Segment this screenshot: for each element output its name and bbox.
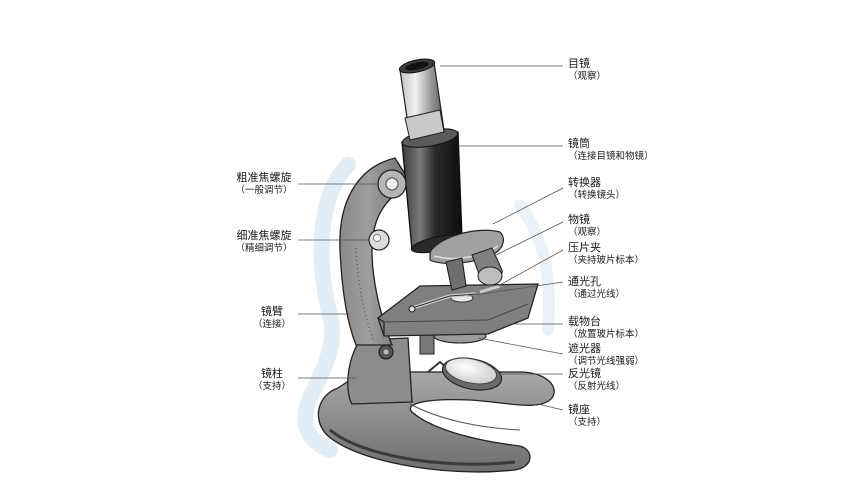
label-nosepiece: 转换器 （转换镜头）	[568, 177, 625, 201]
arm-part	[339, 157, 413, 346]
leader-objective	[493, 221, 564, 257]
label-stage: 载物台 （放置玻片标本）	[568, 316, 644, 340]
leader-stage-hole	[467, 281, 564, 297]
label-base-desc: （支持）	[568, 417, 607, 428]
label-stage-clip: 压片夹 （夹持玻片标本）	[568, 242, 644, 266]
label-arm: 镜臂 （连接）	[250, 306, 294, 330]
mirror-part	[427, 357, 503, 391]
label-base: 镜座 （支持）	[568, 404, 606, 428]
label-stage-clip-desc: （夹持玻片标本）	[568, 255, 645, 266]
label-eyepiece-name: 目镜	[568, 57, 590, 70]
label-mirror-desc: （反射光线）	[568, 381, 626, 392]
label-coarse-knob-name: 粗准焦螺旋	[236, 171, 292, 184]
label-coarse-knob-desc: （一般调节）	[235, 185, 293, 196]
label-pillar-name: 镜柱	[261, 367, 283, 380]
label-stage-hole: 通光孔 （通过光线）	[568, 276, 625, 300]
label-tube-name: 镜筒	[568, 137, 590, 150]
pillar-part	[347, 337, 413, 405]
label-stage-clip-name: 压片夹	[568, 241, 601, 254]
label-mirror-name: 反光镜	[568, 367, 601, 380]
background-glow	[297, 157, 556, 458]
leader-diaphragm	[477, 337, 564, 355]
label-arm-name: 镜臂	[261, 305, 283, 318]
label-eyepiece: 目镜 （观察）	[568, 58, 606, 82]
label-eyepiece-desc: （观察）	[568, 71, 607, 82]
objectives-part	[445, 247, 503, 291]
label-objective-name: 物镜	[568, 213, 590, 226]
label-nosepiece-name: 转换器	[568, 176, 601, 189]
coarse-knob-part	[377, 169, 407, 199]
label-fine-knob: 细准焦螺旋 （精细调节）	[232, 230, 296, 254]
label-tube-desc: （连接目镜和物镜）	[568, 151, 654, 162]
leader-stage-clip	[497, 249, 564, 287]
leader-nosepiece	[492, 187, 564, 225]
label-diaphragm-name: 遮光器	[568, 342, 601, 355]
label-arm-desc: （连接）	[252, 319, 291, 330]
label-tube: 镜筒 （连接目镜和物镜）	[568, 138, 654, 162]
label-diaphragm: 遮光器 （调节光线强弱）	[568, 343, 644, 367]
leader-base	[537, 403, 564, 411]
label-stage-desc: （放置玻片标本）	[568, 329, 645, 340]
label-coarse-knob: 粗准焦螺旋 （一般调节）	[232, 172, 296, 196]
label-stage-hole-desc: （通过光线）	[568, 289, 626, 300]
label-nosepiece-desc: （转换镜头）	[568, 190, 626, 201]
label-mirror: 反光镜 （反射光线）	[568, 368, 625, 392]
label-pillar-desc: （支持）	[252, 381, 291, 392]
label-objective: 物镜 （观察）	[568, 214, 606, 238]
stage-part	[377, 283, 539, 337]
label-base-name: 镜座	[568, 403, 590, 416]
label-fine-knob-name: 细准焦螺旋	[236, 229, 292, 242]
label-diaphragm-desc: （调节光线强弱）	[568, 356, 645, 367]
fine-knob-part	[368, 229, 390, 251]
label-fine-knob-desc: （精细调节）	[235, 243, 293, 254]
eyepiece-part	[398, 58, 445, 141]
label-stage-name: 载物台	[568, 315, 601, 328]
leader-lines	[298, 65, 564, 411]
label-pillar: 镜柱 （支持）	[250, 368, 294, 392]
label-objective-desc: （观察）	[568, 227, 607, 238]
label-stage-hole-name: 通光孔	[568, 275, 601, 288]
